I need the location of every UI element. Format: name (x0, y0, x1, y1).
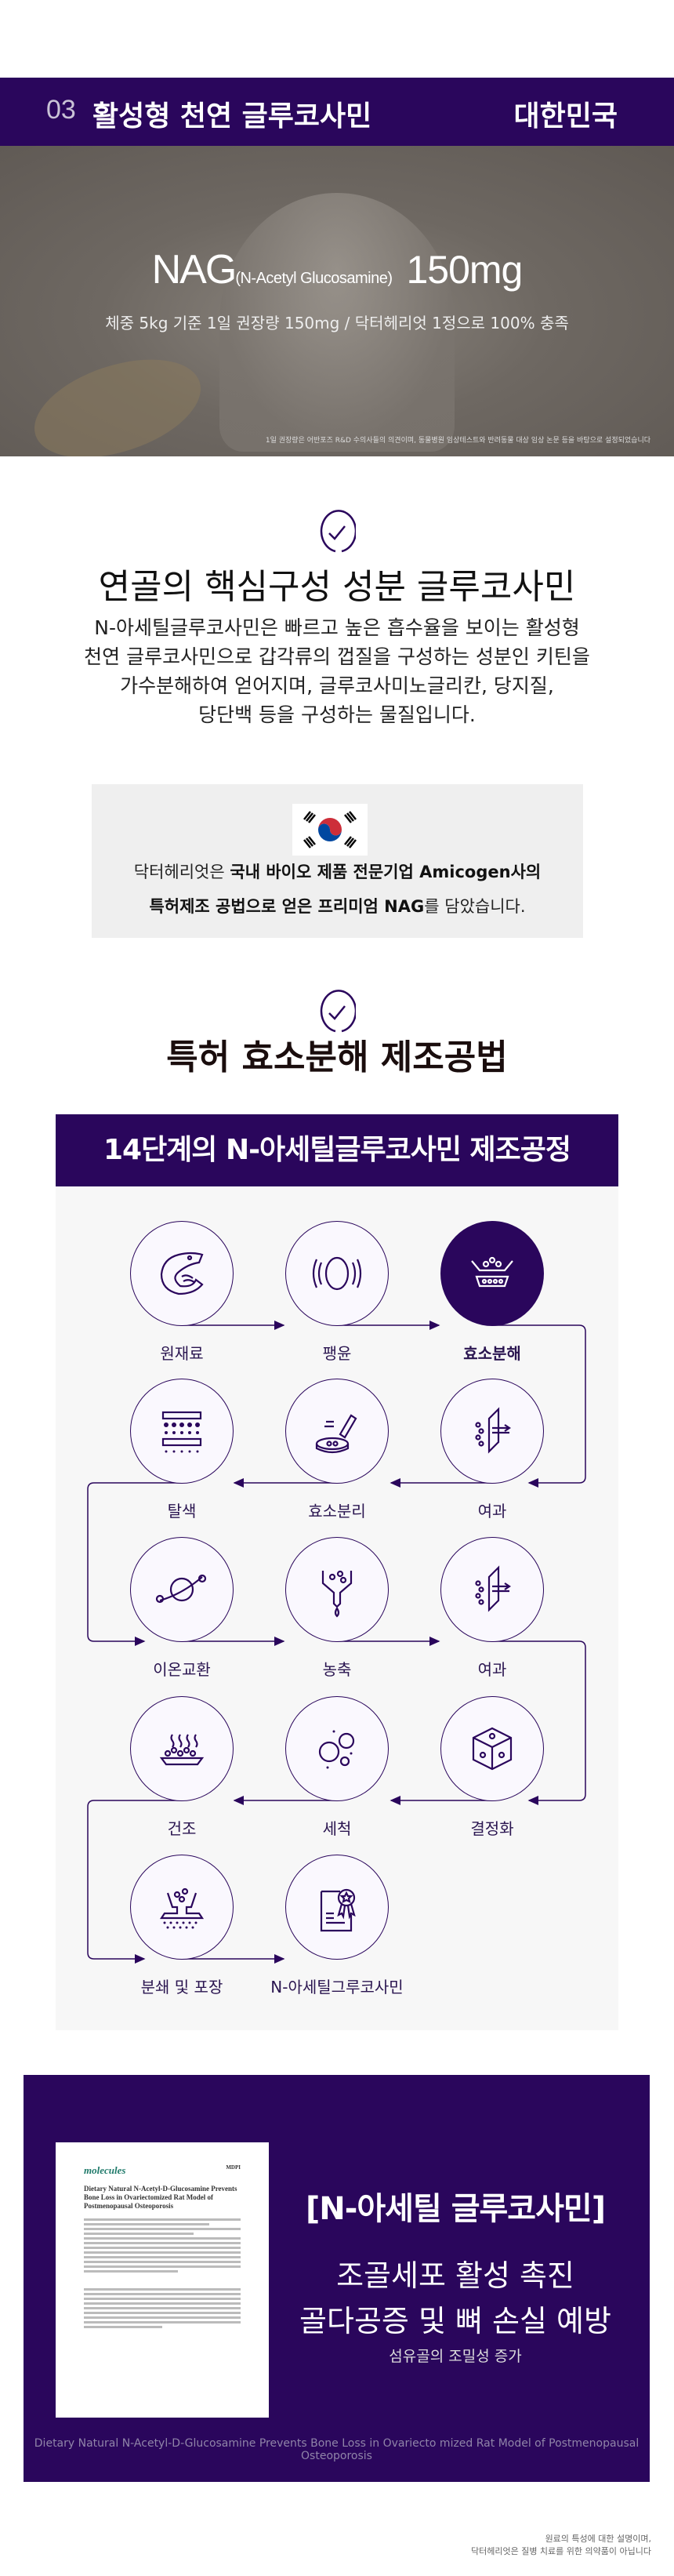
amicogen-text: 닥터헤리엇은 국내 바이오 제품 전문기업 Amicogen사의 특허제조 공법… (92, 855, 583, 924)
process-step-circle (285, 1855, 389, 1960)
research-paper-image: molecules MDPI Dietary Natural N-Acetyl-D… (56, 2142, 269, 2418)
filter-icon (475, 1565, 511, 1612)
paper-body-lines (84, 2218, 241, 2328)
disclaimer: 원료의 특성에 대한 설명이며, 닥터헤리엇은 질병 치료를 위한 의약품이 아… (471, 2533, 651, 2558)
paragraph-line: 가수분해하여 얻어지며, 글루코사미노글리칸, 당지질, (120, 674, 554, 697)
journal-logo: molecules (84, 2164, 126, 2176)
process-step-label: N-아세틸그루코사민 (270, 1978, 404, 1996)
process-step-circle (130, 1221, 234, 1326)
disclaimer-line: 원료의 특성에 대한 설명이며, (545, 2534, 651, 2544)
box-text-bold: 특허제조 공법으로 얻은 프리미엄 NAG (149, 897, 425, 916)
section2-heading: 특허 효소분해 제조공법 (166, 1037, 508, 1077)
certificate-icon (320, 1888, 356, 1932)
process-step-label: 농축 (322, 1660, 352, 1679)
process-connectors (87, 1321, 586, 1964)
process-step-circle (130, 1855, 234, 1960)
research-section: molecules MDPI Dietary Natural N-Acetyl-D… (24, 2075, 650, 2482)
process-step-circle (285, 1221, 389, 1326)
process-step-label: 탈색 (167, 1502, 197, 1521)
process-step-label: 여과 (477, 1502, 507, 1521)
check-circle-icon (320, 990, 356, 1033)
section1-heading: 연골의 핵심구성 성분 글루코사민 (98, 567, 576, 607)
powder-mound (219, 193, 455, 452)
process-step-label: 결정화 (470, 1819, 514, 1838)
process-step-circle (130, 1537, 234, 1642)
grinding-icon (159, 1887, 205, 1929)
disclaimer-line: 닥터헤리엇은 질병 치료를 위한 의약품이 아닙니다 (470, 2546, 651, 2556)
process-step-label: 효소분리 (308, 1502, 366, 1521)
nag-dose-heading: NAG(N-Acetyl Glucosamine) 150mg (0, 246, 674, 293)
crystal-cube-icon (472, 1727, 513, 1771)
process-step-label: 효소분해 (463, 1344, 521, 1363)
shrimp-icon (160, 1252, 204, 1295)
check-circle-icon (320, 510, 356, 553)
process-step-circle (130, 1696, 234, 1801)
process-step-label: 팽윤 (322, 1344, 352, 1363)
paragraph-line: N-아세틸글루코사민은 빠르고 높은 흡수율을 보이는 활성형 (94, 616, 580, 639)
process-step-circle (440, 1379, 544, 1484)
decolor-icon (161, 1411, 202, 1453)
korea-flag-icon (292, 804, 368, 856)
box-text: 닥터헤리엇은 (133, 863, 230, 881)
nag-dose: 150mg (406, 248, 523, 292)
process-step-circle (285, 1379, 389, 1484)
enzyme-icon (471, 1256, 513, 1288)
process-step-label: 여과 (477, 1660, 507, 1679)
section-number: 03 (46, 95, 76, 125)
paper-caption: Dietary Natural N-Acetyl-D-Glucosamine P… (34, 2437, 640, 2462)
process-step-label: 건조 (167, 1819, 197, 1838)
process-step-label: 원재료 (160, 1344, 204, 1363)
paper-title: Dietary Natural N-Acetyl-D-Glucosamine P… (84, 2185, 237, 2210)
box-text: 를 담았습니다. (424, 897, 526, 916)
amicogen-info-box: 닥터헤리엇은 국내 바이오 제품 전문기업 Amicogen사의 특허제조 공법… (92, 784, 583, 938)
paragraph-line: 당단백 등을 구성하는 물질입니다. (198, 703, 476, 726)
process-step-circle (285, 1696, 389, 1801)
process-step-circle (440, 1696, 544, 1801)
process-step-label: 분쇄 및 포장 (140, 1978, 223, 1996)
process-step-label: 이온교환 (153, 1660, 211, 1679)
hero-footnote: 1일 권장량은 어반포즈 R&D 수의사들의 의견이며, 동물병원 임상테스트와… (265, 437, 650, 445)
paragraph-line: 천연 글루코사민으로 갑각류의 껍질을 구성하는 성분인 키틴을 (84, 645, 590, 668)
nag-text: NAG (151, 247, 237, 292)
research-benefit-2: 골다공증 및 뼈 손실 예방 (299, 2304, 611, 2338)
process-step-circle (440, 1537, 544, 1642)
process-step-circle (285, 1537, 389, 1642)
hero-subtitle: 체중 5kg 기준 1일 권장량 150mg / 닥터헤리엇 1정으로 100%… (105, 314, 569, 332)
publisher-logo: MDPI (226, 2164, 241, 2171)
funnel-icon (321, 1570, 353, 1618)
process-title-band: 14단계의 N-아세틸글루코사민 제조공정 (56, 1114, 618, 1186)
bubbles-icon (318, 1730, 355, 1769)
wooden-spoon (22, 340, 213, 456)
process-step-circle (130, 1379, 234, 1484)
section1-paragraph: N-아세틸글루코사민은 빠르고 높은 흡수율을 보이는 활성형 천연 글루코사민… (0, 613, 674, 729)
country-label: 대한민국 (513, 100, 618, 133)
drying-tray-icon (159, 1734, 205, 1766)
box-text-bold: 국내 바이오 제품 전문기업 Amicogen사의 (230, 863, 542, 881)
process-step-label: 세척 (322, 1819, 352, 1838)
hero-powder-image: NAG(N-Acetyl Glucosamine) 150mg 체중 5kg 기준… (0, 146, 674, 456)
planet-icon (155, 1574, 207, 1604)
section-title: 활성형 천연 글루코사민 (92, 100, 372, 133)
process-step-circle (440, 1221, 544, 1326)
swelling-icon (312, 1256, 362, 1291)
petri-dropper-icon (315, 1414, 357, 1454)
section-header-band: 03 활성형 천연 글루코사민 대한민국 (0, 78, 674, 146)
research-benefit-1: 조골세포 활성 촉진 (336, 2258, 574, 2293)
filter-icon (475, 1407, 511, 1454)
research-sub: 섬유골의 조밀성 증가 (389, 2348, 522, 2365)
nag-full-name: (N-Acetyl Glucosamine) (235, 270, 393, 287)
research-title: [N-아세틸 글루코사민] (306, 2191, 606, 2227)
